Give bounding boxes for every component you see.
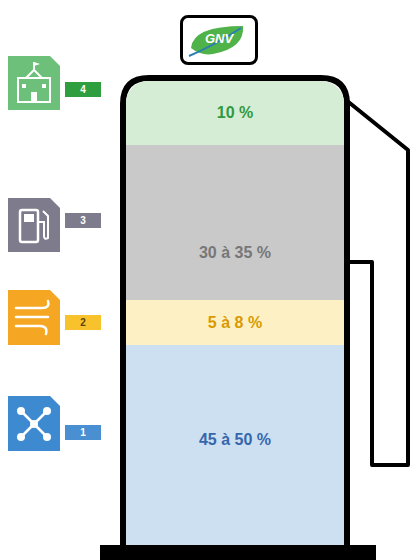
pump-base [100,545,376,560]
percentage-text: 30 à 35 % [199,244,271,262]
share-band: 5 à 8 % [126,300,344,345]
share-band: 10 % [126,81,344,145]
callout-number: 4 [65,82,101,97]
logo-sign: GNV [180,15,258,65]
percentage-text: 45 à 50 % [199,431,271,449]
wind-icon [8,290,60,345]
pump-hose [346,100,408,465]
callout-text: 3 [80,215,86,226]
callout-text: 1 [80,427,86,438]
pump-body [123,78,347,548]
callout-number: 2 [65,315,101,330]
callout-text: 2 [80,317,86,328]
callout-text: 4 [80,84,86,95]
logo-text: GNV [205,31,233,46]
callout-number: 1 [65,425,101,440]
fuel-icon [8,198,60,252]
network-icon [8,396,60,451]
share-band: 45 à 50 % [126,345,344,545]
share-band: 30 à 35 % [126,145,344,300]
percentage-text: 5 à 8 % [208,314,262,332]
school-icon [8,56,60,110]
callout-number: 3 [65,213,101,228]
percentage-text: 10 % [217,104,253,122]
